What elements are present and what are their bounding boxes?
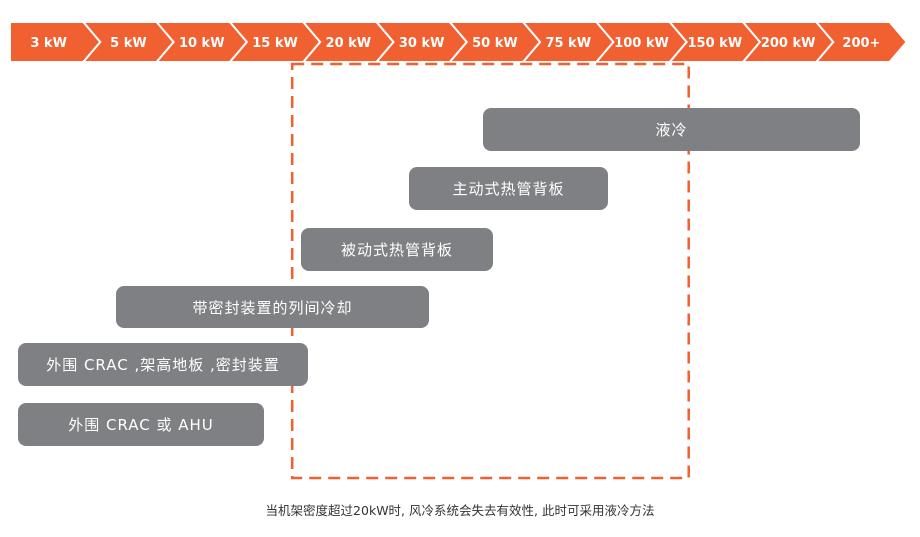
scale-label: 75 kW (545, 36, 591, 51)
scale-label: 200 kW (761, 36, 816, 51)
scale-label: 200+ (842, 36, 880, 51)
scale-label: 3 kW (30, 36, 67, 51)
scale-label: 100 kW (614, 36, 669, 51)
scale-label: 50 kW (472, 36, 518, 51)
bar-perimeter-crac-raised-floor-containment: 外围 CRAC ,架高地板 ,密封装置 (18, 343, 308, 386)
scale-label: 10 kW (179, 36, 225, 51)
scale-label: 150 kW (688, 36, 743, 51)
footnote: 当机架密度超过20kW时, 风冷系统会失去有效性, 此时可采用液冷方法 (265, 503, 655, 518)
scale-label: 30 kW (399, 36, 445, 51)
scale-chevron (814, 21, 908, 63)
scale-label: 20 kW (326, 36, 372, 51)
scale-label: 15 kW (252, 36, 298, 51)
liquid-cooling-threshold-box (290, 62, 690, 480)
bar-liquid-cooling: 液冷 (483, 108, 860, 151)
bar-active-heat-pipe-backplane: 主动式热管背板 (409, 167, 608, 210)
bar-perimeter-crac-or-ahu: 外围 CRAC 或 AHU (18, 403, 264, 446)
bar-passive-heat-pipe-backplane: 被动式热管背板 (301, 228, 493, 271)
bar-inrow-cooling-with-containment: 带密封装置的列间冷却 (116, 286, 429, 328)
scale-label: 5 kW (110, 36, 147, 51)
